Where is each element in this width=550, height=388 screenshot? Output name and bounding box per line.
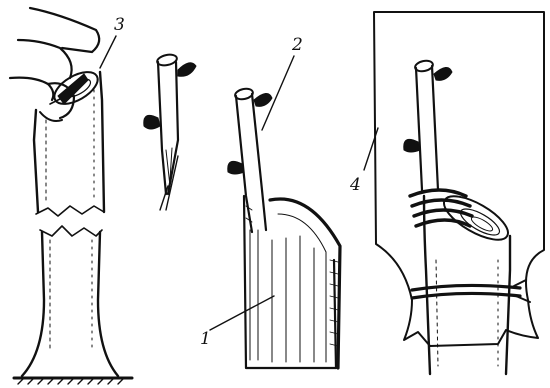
label-1: 1 [200, 329, 211, 349]
binding-upper [410, 190, 472, 226]
panel-rootstock-with-knife: 3 [10, 8, 132, 384]
panel-scion-inserted: 2 1 [200, 35, 340, 368]
label-3: 3 [114, 15, 125, 35]
scion-d-bud-top [434, 67, 452, 80]
label-4: 4 [349, 175, 361, 195]
scion-bud-middle [144, 115, 160, 129]
scion-c-bud-middle [228, 161, 244, 174]
leader-3 [100, 36, 116, 68]
scion-c-bud-top [254, 93, 272, 106]
panel-scion-cutting [144, 53, 196, 210]
label-2: 2 [291, 35, 303, 55]
rootstock-lower-trunk [22, 226, 118, 376]
binding-lower [412, 280, 530, 302]
scion-bud-top [178, 63, 196, 76]
leader-1 [210, 296, 274, 330]
ground-hatch [14, 378, 132, 384]
panel-bound-graft: 4 [349, 12, 544, 374]
scion-d-bud-middle [404, 139, 420, 152]
hand [10, 8, 99, 121]
